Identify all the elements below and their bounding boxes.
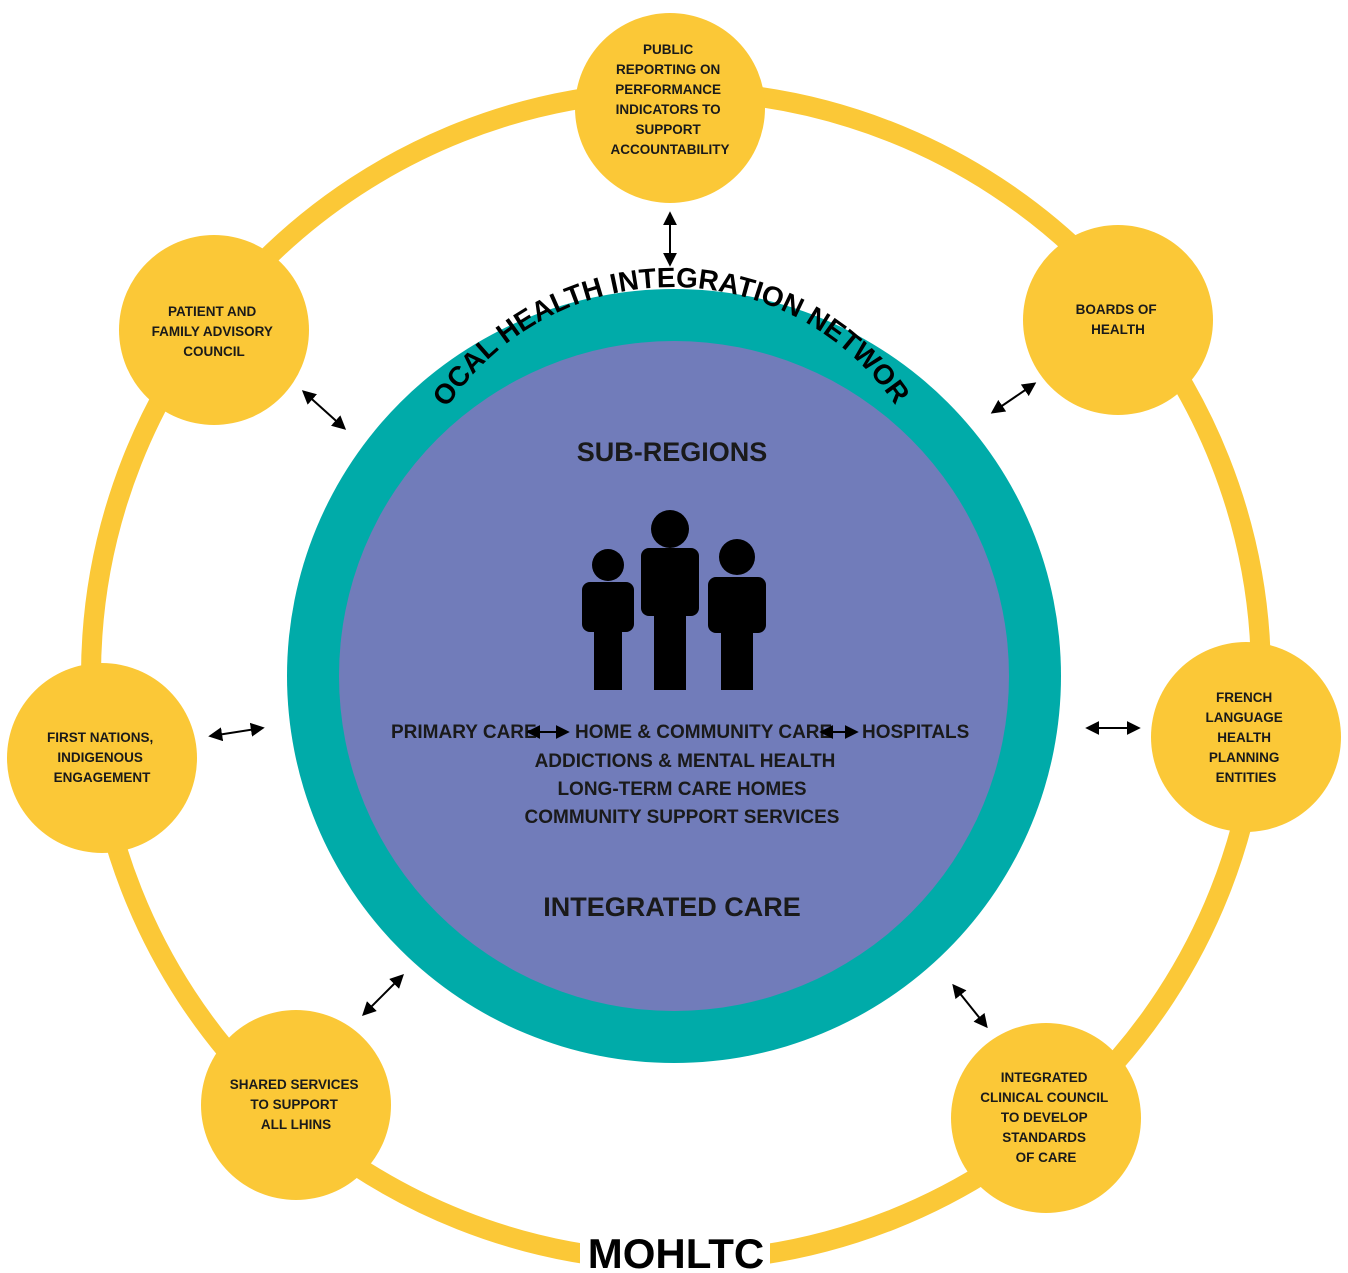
arrow-patient-council <box>301 390 347 430</box>
sub-regions-heading: SUB-REGIONS <box>577 437 768 467</box>
svg-text:INTEGRATED CLINICAL COUN: INTEGRATED CLINICAL COUNCIL TO DEVELOP S… <box>980 1070 1112 1165</box>
community-support-label: COMMUNITY SUPPORT SERVICES <box>525 807 840 828</box>
integrated-care-heading: INTEGRATED CARE <box>543 892 801 922</box>
long-term-care-label: LONG-TERM CARE HOMES <box>557 779 806 800</box>
arrow-boards-of-health <box>990 382 1037 414</box>
svg-text:BOARDS OF HEALTH: BOARDS OF HEALTH <box>1076 302 1161 337</box>
node-french-language: FRENCH LANGUAGE HEALTH PLANNING ENTITIES <box>1151 642 1341 832</box>
svg-text:PUBLIC REPORTING ON: PUBLIC REPORTING ON PERFORMANCE INDICATO… <box>611 42 730 157</box>
arrow-shared-services <box>362 974 404 1016</box>
arrow-clinical-council <box>952 983 988 1029</box>
svg-text:PATIENT AND FAMILY ADVIS: PATIENT AND FAMILY ADVISORY COUNCIL <box>152 304 277 359</box>
node-integrated-clinical-council: INTEGRATED CLINICAL COUNCIL TO DEVELOP S… <box>951 1023 1141 1213</box>
node-patient-family-council: PATIENT AND FAMILY ADVISORY COUNCIL <box>119 235 309 425</box>
node-public-reporting: PUBLIC REPORTING ON PERFORMANCE INDICATO… <box>575 13 765 203</box>
mohltc-label: MOHLTC <box>588 1230 765 1273</box>
people-group-icon <box>582 510 766 690</box>
primary-care-label: PRIMARY CARE <box>391 722 537 743</box>
footer-gap <box>580 1225 770 1273</box>
arrow-first-nations <box>208 722 265 742</box>
node-boards-of-health: BOARDS OF HEALTH <box>1023 225 1213 415</box>
connection-arrows <box>208 211 1141 1029</box>
home-community-care-label: HOME & COMMUNITY CARE <box>575 722 832 743</box>
svg-text:SHARED SERVICES TO SUPPO: SHARED SERVICES TO SUPPORT ALL LHINS <box>230 1077 363 1132</box>
svg-text:FIRST NATIONS, INDIGENOU: FIRST NATIONS, INDIGENOUS ENGAGEMENT <box>47 730 157 785</box>
hospitals-label: HOSPITALS <box>862 722 969 743</box>
svg-text:FRENCH LANGUAGE HE: FRENCH LANGUAGE HEALTH PLANNING ENTITIES <box>1205 690 1286 785</box>
node-first-nations: FIRST NATIONS, INDIGENOUS ENGAGEMENT <box>7 663 197 853</box>
node-shared-services: SHARED SERVICES TO SUPPORT ALL LHINS <box>201 1010 391 1200</box>
addictions-mental-health-label: ADDICTIONS & MENTAL HEALTH <box>535 751 836 772</box>
